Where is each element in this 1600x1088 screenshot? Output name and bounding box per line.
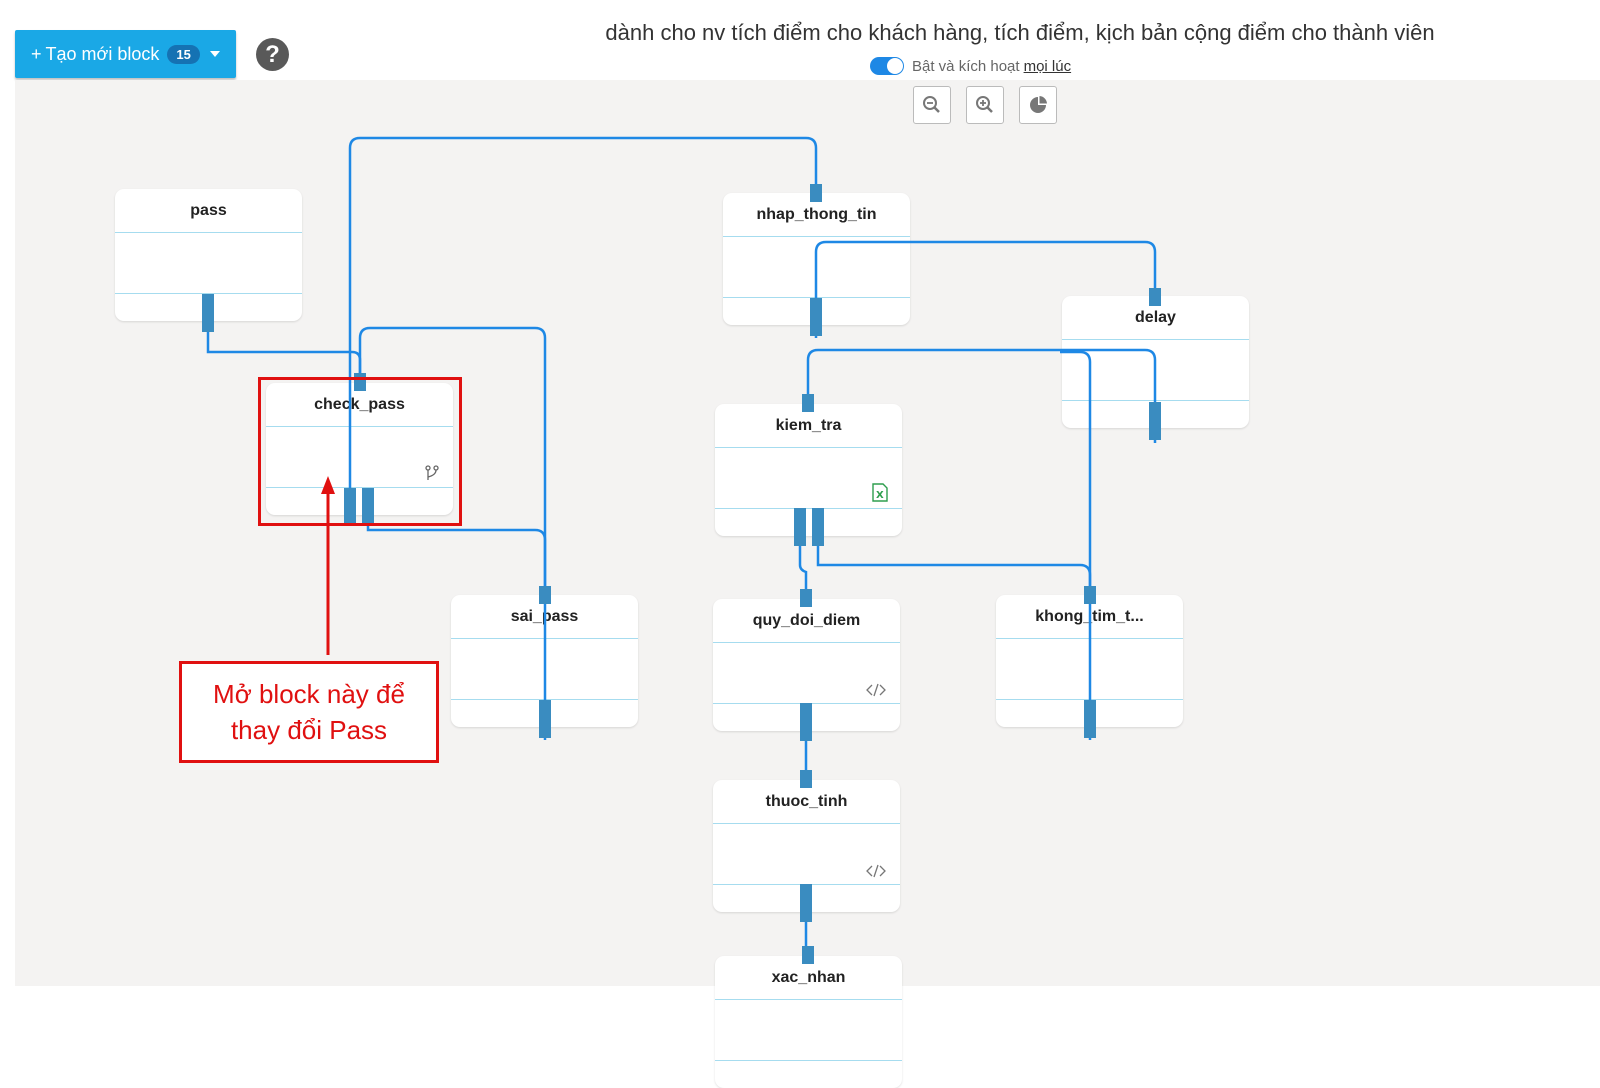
wire-delay-to-kiem-tra — [806, 348, 1157, 443]
port-thuoc-tinh-out — [800, 884, 812, 922]
annotation-arrow — [321, 476, 335, 655]
wire-check-pass-to-nhap-thong-tin — [348, 136, 818, 510]
port-kiem-tra-in — [802, 394, 814, 412]
highlight-box — [258, 377, 462, 526]
block-title: thuoc_tinh — [713, 780, 900, 824]
pie-chart-icon — [1030, 96, 1047, 113]
create-block-label: Tạo mới block — [45, 43, 160, 64]
wire-khong-tim-t-loop — [1060, 350, 1092, 740]
block-title: delay — [1062, 296, 1249, 340]
block-title: quy_doi_diem — [713, 599, 900, 643]
schedule-link[interactable]: mọi lúc — [1023, 57, 1072, 75]
branch-icon — [425, 465, 439, 480]
port-sai-pass-out — [539, 700, 551, 738]
port-khong-tim-t-out — [1084, 700, 1096, 738]
port-quy-doi-diem-out — [800, 703, 812, 741]
port-xac-nhan-in — [802, 946, 814, 964]
top-bar: + Tạo mới block 15 ? dành cho nv tích đi… — [0, 0, 1600, 80]
port-check-pass-out-1 — [344, 488, 356, 524]
port-quy-doi-diem-in — [800, 589, 812, 607]
create-block-button[interactable]: + Tạo mới block 15 — [15, 30, 236, 78]
plus-icon: + — [31, 43, 42, 64]
toggle-label: Bật và kích hoạt — [912, 57, 1020, 75]
annotation-note: Mở block này để thay đổi Pass — [179, 661, 439, 763]
excel-icon: X — [872, 483, 888, 502]
block-kiem-tra[interactable]: kiem_tra X — [715, 404, 902, 536]
block-title: check_pass — [266, 383, 453, 427]
chevron-down-icon[interactable] — [210, 51, 220, 57]
wire-kiem-tra-to-quy-doi-diem — [798, 545, 808, 600]
block-quy-doi-diem[interactable]: quy_doi_diem — [713, 599, 900, 731]
port-thuoc-tinh-in — [800, 770, 812, 788]
block-body: X — [715, 448, 902, 509]
zoom-out-button[interactable] — [913, 86, 951, 124]
port-delay-in — [1149, 288, 1161, 306]
port-sai-pass-in — [539, 586, 551, 604]
port-pass-out — [202, 294, 214, 332]
activation-row: Bật và kích hoạt mọi lúc — [870, 55, 1071, 77]
code-icon — [866, 864, 886, 878]
block-title: nhap_thong_tin — [723, 193, 910, 237]
zoom-out-icon — [923, 96, 940, 113]
port-nhap-thong-tin-in — [810, 184, 822, 202]
block-check-pass[interactable]: check_pass — [266, 383, 453, 515]
block-body — [266, 427, 453, 488]
port-nhap-thong-tin-out — [810, 298, 822, 336]
stats-button[interactable] — [1019, 86, 1057, 124]
block-body — [115, 233, 302, 294]
block-count-badge: 15 — [167, 44, 200, 64]
wire-nhap-thong-tin-to-delay — [814, 240, 1157, 338]
help-icon[interactable]: ? — [256, 38, 289, 71]
block-title: pass — [115, 189, 302, 233]
port-kiem-tra-out-1 — [794, 508, 806, 546]
port-kiem-tra-out-2 — [812, 508, 824, 546]
block-body — [715, 1000, 902, 1061]
svg-text:X: X — [876, 490, 884, 501]
toggle-knob — [887, 58, 903, 74]
zoom-in-button[interactable] — [966, 86, 1004, 124]
port-check-pass-out-2 — [362, 488, 374, 524]
port-delay-out — [1149, 402, 1161, 440]
activation-toggle[interactable] — [870, 57, 904, 75]
page-title: dành cho nv tích điểm cho khách hàng, tí… — [605, 20, 1435, 45]
zoom-in-icon — [976, 96, 993, 113]
port-khong-tim-t-in — [1084, 586, 1096, 604]
flow-connections — [202, 136, 1161, 964]
block-title: kiem_tra — [715, 404, 902, 448]
wire-sai-pass-loop-to-check-pass — [358, 326, 547, 740]
code-icon — [866, 683, 886, 697]
